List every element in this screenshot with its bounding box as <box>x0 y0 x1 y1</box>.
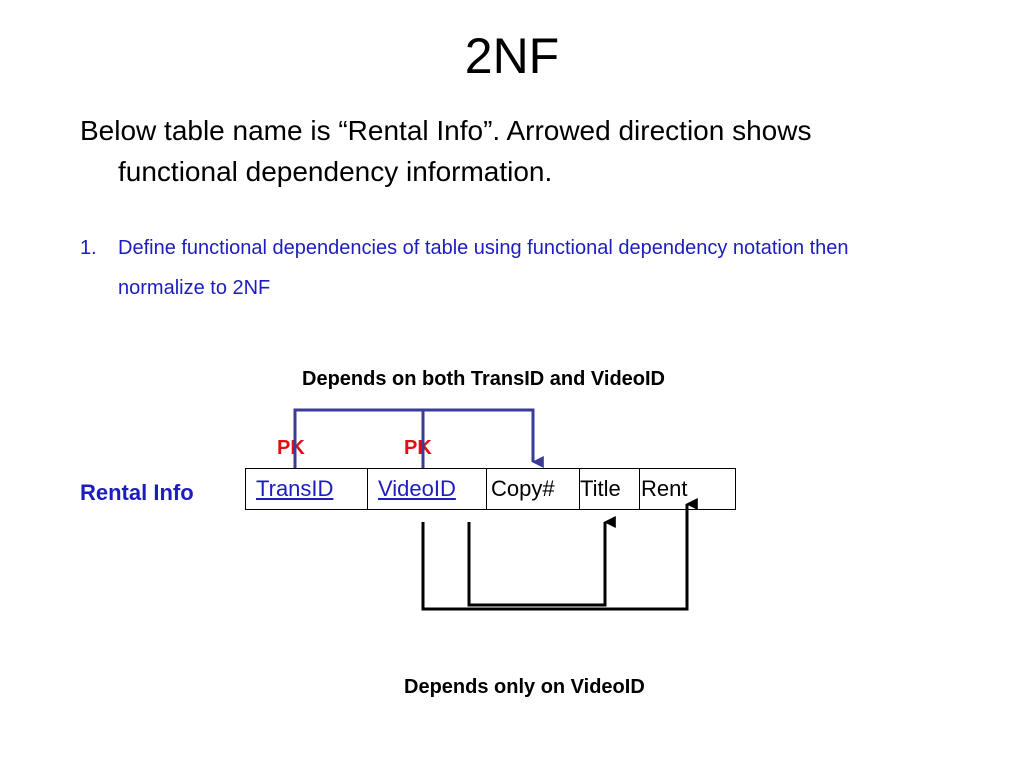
slide-title: 2NF <box>464 28 560 84</box>
pk-label-videoid: PK <box>404 437 432 459</box>
column-videoid: VideoID <box>368 469 487 509</box>
task-text: Define functional dependencies of table … <box>118 237 849 299</box>
column-transid: TransID <box>246 469 368 509</box>
task-item: 1. Define functional dependencies of tab… <box>80 228 920 308</box>
label-depends-both: Depends on both TransID and VideoID <box>302 368 665 390</box>
column-title: Title <box>580 469 640 509</box>
full-dependency-arrow <box>293 408 544 468</box>
partial-dependency-arrow-rent <box>421 498 698 611</box>
partial-dependency-arrow-title <box>467 516 616 607</box>
column-copy: Copy# <box>487 469 580 509</box>
label-depends-videoid: Depends only on VideoID <box>404 676 645 698</box>
rental-info-table: TransID VideoID Copy# Title Rent <box>245 468 736 510</box>
table-name: Rental Info <box>80 480 194 505</box>
pk-label-transid: PK <box>277 437 305 459</box>
task-number: 1. <box>80 237 97 259</box>
column-rent: Rent <box>641 476 688 501</box>
intro-text: Below table name is “Rental Info”. Arrow… <box>80 115 812 187</box>
